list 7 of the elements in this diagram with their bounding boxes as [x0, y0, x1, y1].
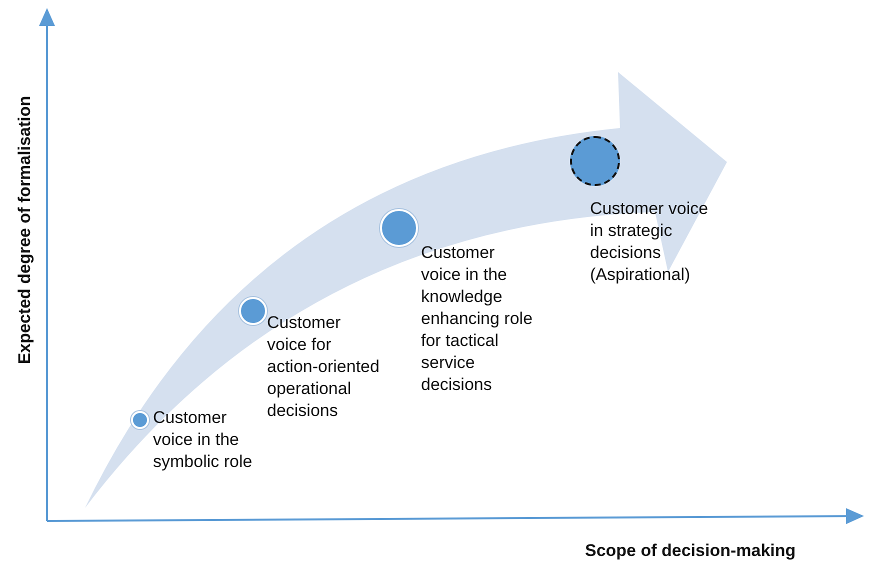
- stage-caption: Customer voice in the symbolic role: [153, 407, 254, 473]
- axis-title: Expected degree of formalisation: [15, 94, 35, 366]
- axis-title: Scope of decision-making: [585, 541, 796, 561]
- dot-marker: [131, 411, 149, 429]
- stage-caption: Customer voice in strategic decisions (Aspirational): [590, 198, 710, 286]
- stage-caption: Customer voice for action-oriented operational decisions: [267, 312, 380, 422]
- stage-caption: Customer voice in the knowledge enhancing role for tactical service decisions: [421, 242, 534, 396]
